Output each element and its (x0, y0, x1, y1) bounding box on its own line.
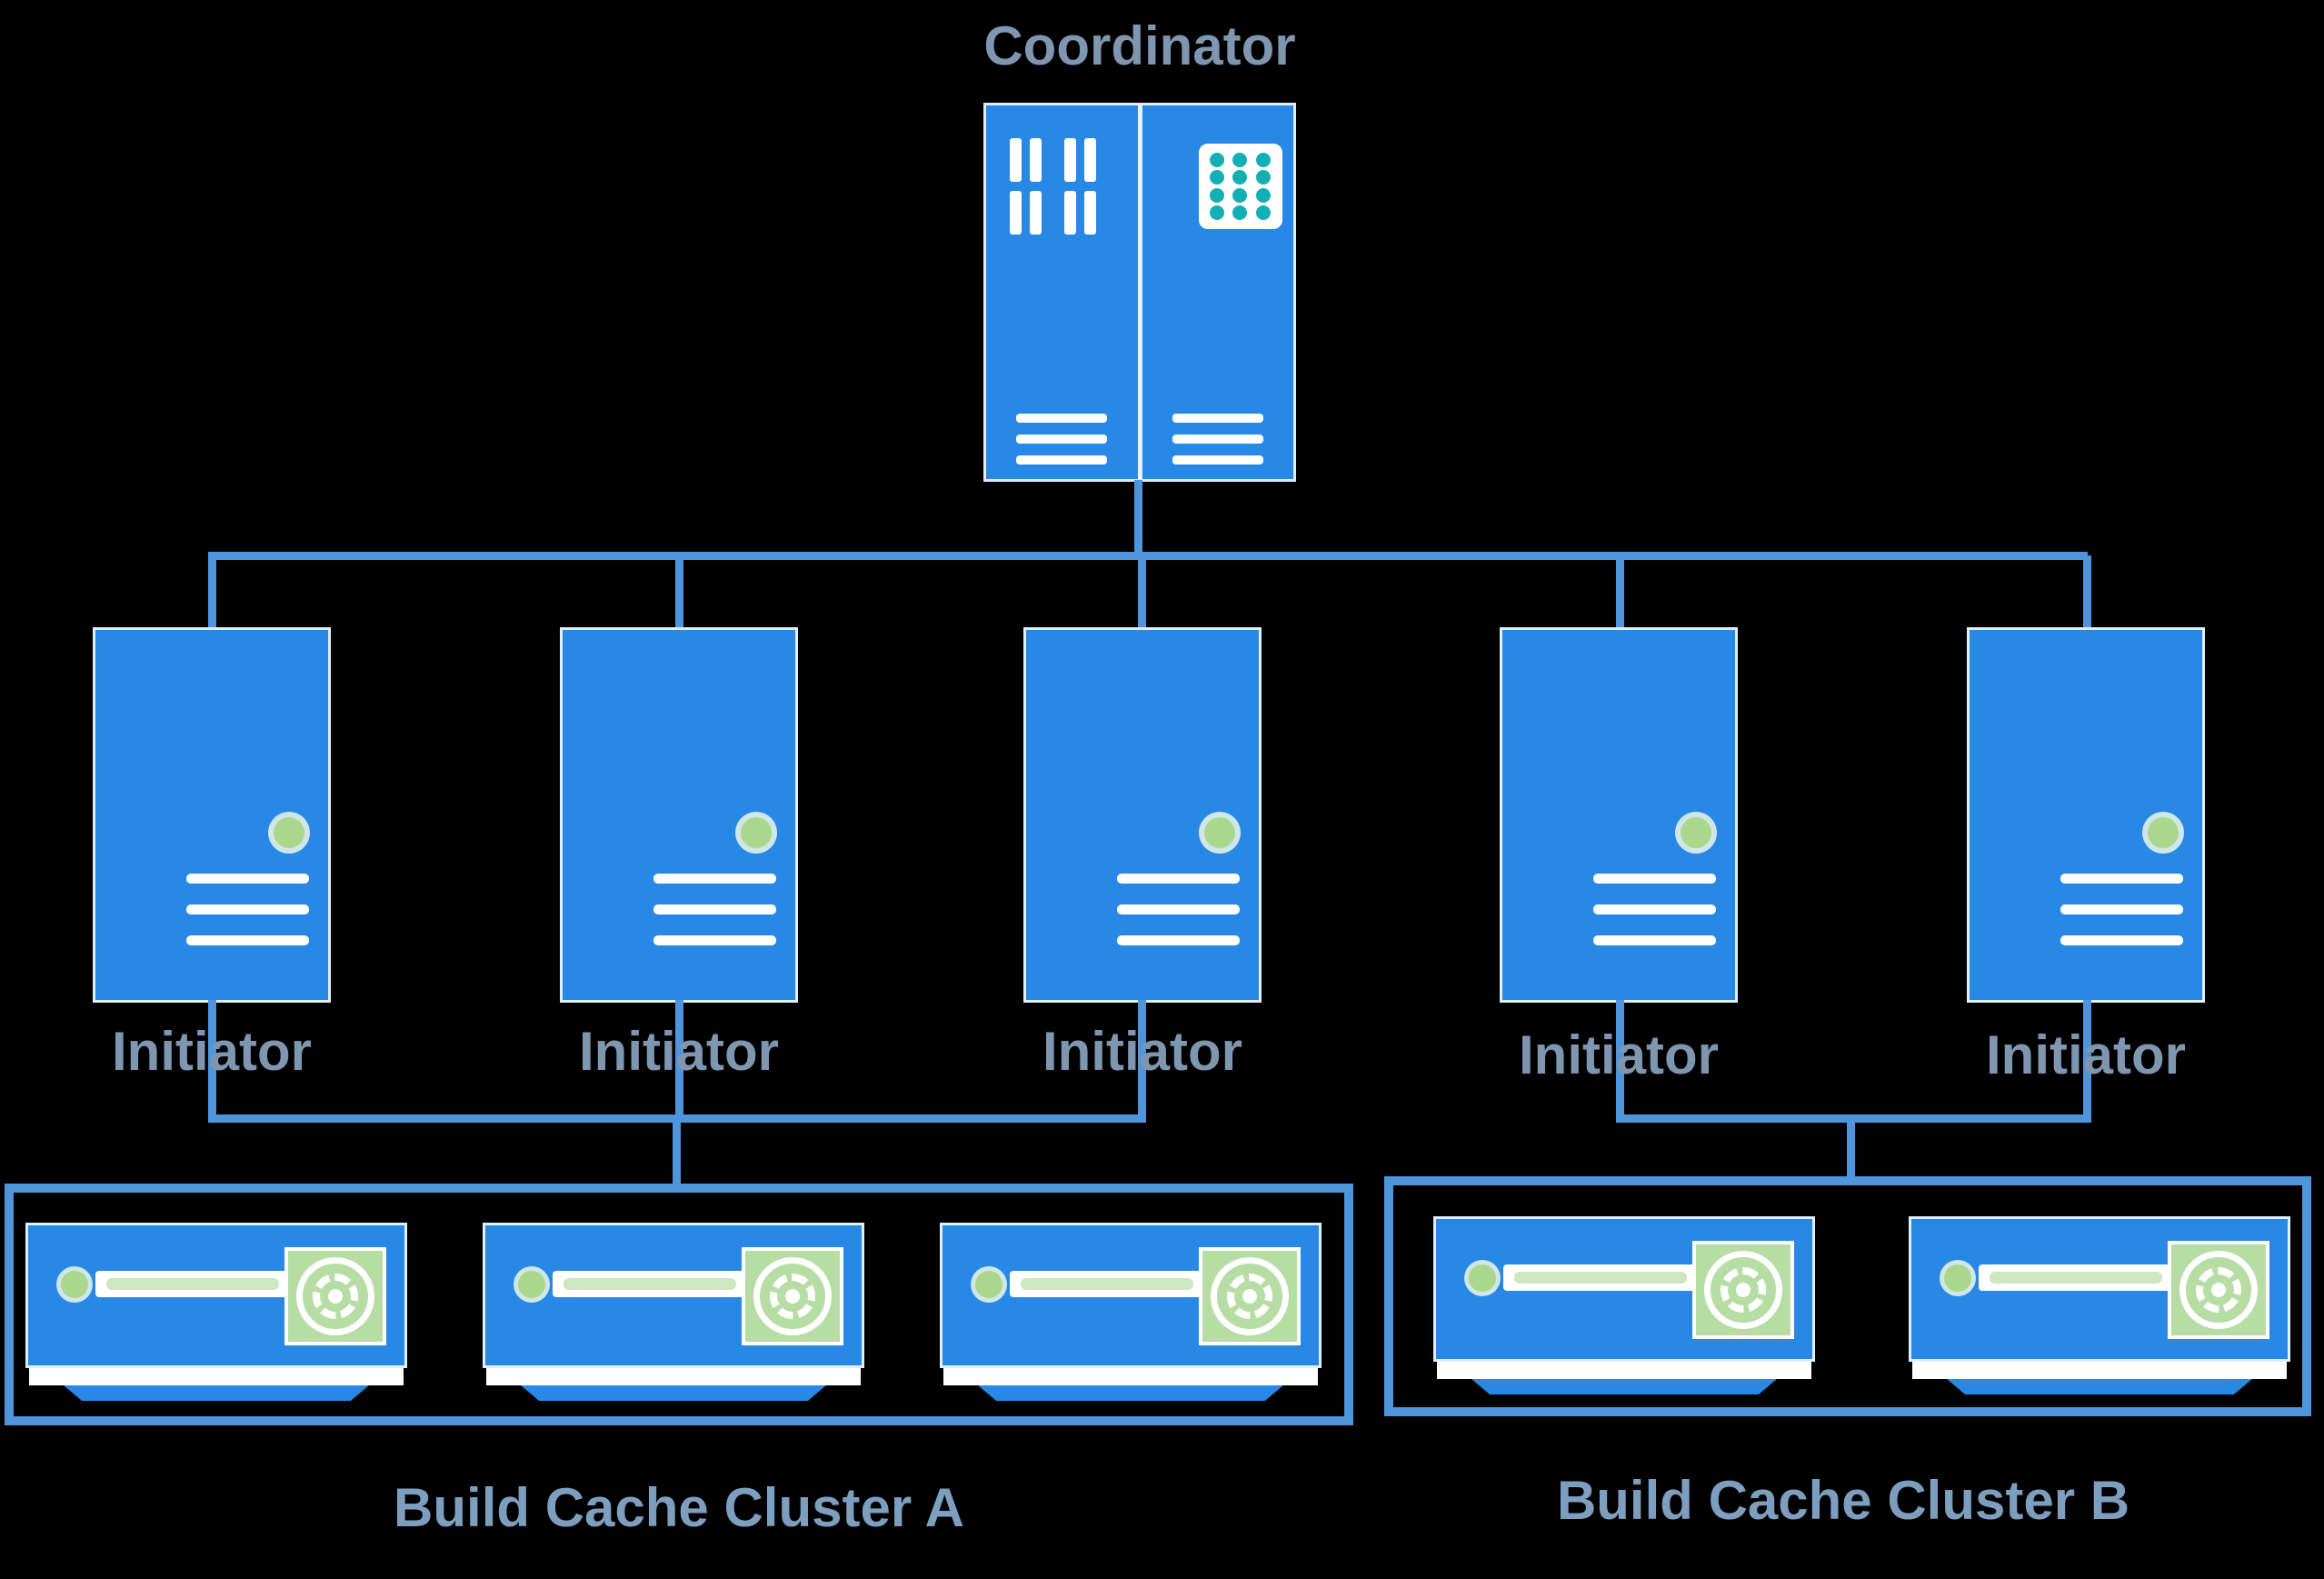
rack-left-panel (986, 105, 1138, 479)
cache-server-front (1433, 1216, 1815, 1362)
tower-server-icon (560, 627, 798, 1003)
led-icon (975, 1271, 1002, 1298)
cache-server-icon (1909, 1216, 2290, 1396)
server-foot (978, 1385, 1283, 1401)
cache-server-icon (25, 1223, 407, 1403)
drive-slot (553, 1271, 747, 1297)
tower-server-icon (1967, 627, 2205, 1003)
led-icon (2148, 817, 2179, 848)
server-rack-icon (983, 103, 1296, 482)
cache-server-icon (940, 1223, 1322, 1403)
connector-line (208, 1000, 216, 1122)
fan-disk-icon (1692, 1241, 1794, 1339)
tower-server-icon (93, 627, 331, 1003)
connector-line (1847, 1118, 1855, 1182)
connector-line (1138, 555, 1146, 630)
connector-line (1616, 555, 1624, 630)
server-foot (64, 1385, 369, 1401)
coordinator-label: Coordinator (983, 15, 1296, 76)
cache-server-icon (1433, 1216, 1815, 1396)
led-icon (1204, 817, 1235, 848)
connector-line (675, 1000, 683, 1122)
cluster-a-label: Build Cache Cluster A (394, 1477, 964, 1538)
cluster-b-box (1384, 1176, 2311, 1416)
cluster-b-label: Build Cache Cluster B (1556, 1470, 2130, 1531)
cache-server-front (1909, 1216, 2290, 1362)
led-icon (274, 817, 304, 848)
led-icon (1681, 817, 1711, 848)
tower-server-icon (1023, 627, 1262, 1003)
vent-lines-icon (186, 874, 309, 966)
vent-lines-icon (1016, 402, 1108, 465)
server-foot (521, 1385, 826, 1401)
connector-line (1616, 1000, 1624, 1122)
cache-server-front (940, 1223, 1322, 1368)
drive-slot (1503, 1264, 1698, 1291)
server-foot (1947, 1379, 2252, 1394)
cache-server-icon (483, 1223, 864, 1403)
drive-slot (1010, 1271, 1204, 1297)
cache-server-front (483, 1223, 864, 1368)
tower-server-icon (1500, 627, 1738, 1003)
vent-lines-icon (1593, 874, 1716, 966)
led-icon (518, 1271, 545, 1298)
vent-lines-icon (1117, 874, 1240, 966)
fan-disk-icon (284, 1247, 386, 1345)
dot-grid-icon (1198, 144, 1282, 229)
connector-line (673, 1118, 681, 1187)
vent-lines-icon (653, 874, 776, 966)
server-foot (1471, 1379, 1777, 1394)
led-icon (741, 817, 772, 848)
server-base (486, 1368, 861, 1385)
connector-line (675, 555, 683, 630)
initiator-label: Initiator (1519, 1024, 1719, 1085)
fan-disk-icon (742, 1247, 843, 1345)
connector-line (2083, 555, 2091, 630)
connector-line (1138, 1000, 1146, 1122)
initiator-label: Initiator (1042, 1021, 1242, 1082)
server-base (29, 1368, 404, 1385)
connector-line (1134, 480, 1142, 560)
vent-bars-icon (1010, 138, 1104, 244)
connector-line (208, 555, 216, 630)
fan-disk-icon (2168, 1241, 2269, 1339)
initiator-label: Initiator (112, 1021, 312, 1082)
server-base (1437, 1362, 1811, 1379)
cluster-a-box (5, 1184, 1353, 1425)
led-icon (1469, 1264, 1496, 1292)
drive-slot (1979, 1264, 2173, 1291)
rack-right-panel (1142, 105, 1293, 479)
connector-line (2083, 1000, 2091, 1122)
drive-slot (95, 1271, 290, 1297)
initiator-label: Initiator (579, 1021, 779, 1082)
server-base (943, 1368, 1318, 1385)
led-icon (1944, 1264, 1971, 1292)
bus-line (208, 552, 2088, 560)
vent-lines-icon (2060, 874, 2183, 966)
server-base (1912, 1362, 2287, 1379)
vent-lines-icon (1172, 402, 1263, 465)
initiator-label: Initiator (1986, 1024, 2186, 1085)
led-icon (61, 1271, 88, 1298)
fan-disk-icon (1199, 1247, 1301, 1345)
cache-server-front (25, 1223, 407, 1368)
